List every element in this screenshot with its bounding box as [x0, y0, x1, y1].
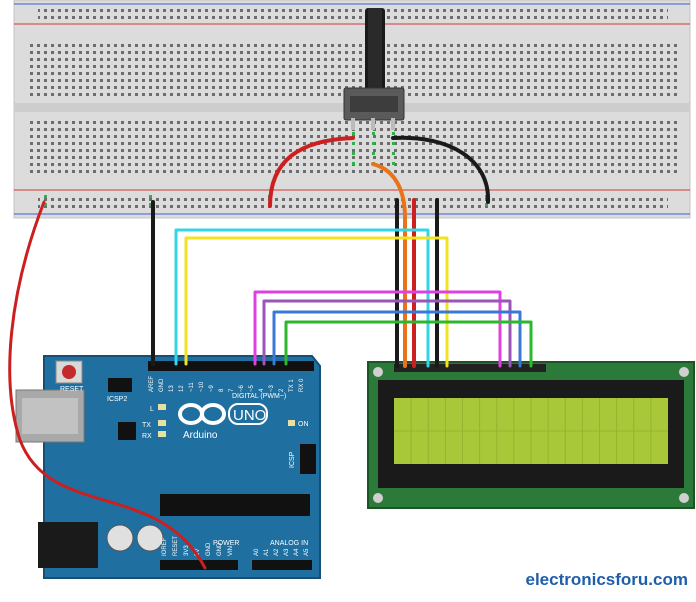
digital-pin-label: 2	[279, 388, 285, 392]
capacitor-2	[136, 524, 164, 552]
wire-5v-to-breadboard	[8, 200, 207, 570]
wire-pin4-d5	[262, 299, 512, 368]
digital-header	[148, 361, 314, 371]
usb-chip	[118, 422, 136, 440]
digital-pin-label: 7	[229, 388, 235, 392]
rx-label: RX	[142, 433, 152, 440]
digital-pin-label: AREF	[149, 376, 155, 392]
analog-pin-label: A4	[294, 548, 300, 556]
icsp-label: ICSP	[289, 451, 296, 468]
wire-pin5-d4	[253, 290, 502, 368]
analog-pin-label: A5	[304, 548, 310, 556]
lcd-header	[394, 364, 546, 372]
uno-label: UNO	[233, 407, 266, 424]
digital-pin-label: ~5	[249, 384, 255, 392]
digital-pin-label: ~3	[269, 384, 275, 392]
digital-pin-label: 13	[169, 385, 175, 392]
digital-pin-label: 4	[259, 388, 265, 392]
potentiometer-pin-1	[351, 118, 355, 130]
digital-pin-label: 8	[219, 388, 225, 392]
power-pin-label: RESET	[173, 536, 179, 556]
power-pin-label: IOREF	[162, 537, 168, 556]
analog-pin-label: A3	[284, 548, 290, 556]
wire-pot-wiper	[371, 162, 407, 368]
digital-pin-label: ~6	[239, 384, 245, 392]
icsp2-label: ICSP2	[107, 396, 127, 403]
top-power-rail	[38, 7, 668, 21]
capacitor-1	[106, 524, 134, 552]
power-header	[160, 560, 238, 570]
wire-pin12-rs	[174, 228, 430, 368]
uno-badge	[228, 403, 268, 425]
digital-pin-label: TX 1	[289, 379, 295, 392]
led-l-label: L	[150, 406, 154, 413]
upper-terminal-strip	[30, 40, 678, 96]
analog-header	[252, 560, 312, 570]
potentiometer-pin-3	[391, 118, 395, 130]
arduino-logo	[178, 403, 226, 425]
icsp2-header	[108, 378, 132, 392]
potentiometer	[343, 8, 405, 130]
potentiometer-pin-2	[371, 118, 375, 130]
digital-pin-label: ~9	[209, 384, 215, 392]
wires	[8, 135, 533, 570]
power-pin-label: GND	[217, 542, 223, 556]
analog-label: ANALOG IN	[270, 540, 308, 547]
breadboard	[13, 0, 691, 219]
wire-pin2-d7	[284, 320, 533, 368]
wire-pin3-d6	[272, 310, 522, 368]
digital-pin-label: 12	[179, 385, 185, 392]
watermark: electronicsforu.com	[525, 570, 689, 589]
digital-pin-label: RX 0	[299, 378, 305, 392]
bottom-power-rail	[38, 194, 668, 208]
arduino-uno-board: RESET ICSP2 L TX RX UNO Arduino ON ICSP …	[15, 355, 321, 579]
atmega-chip	[160, 494, 310, 516]
digital-pin-label: ~10	[199, 381, 205, 392]
analog-pin-label: A2	[274, 548, 280, 556]
power-pin-label: VIN	[228, 546, 234, 556]
digital-pin-label: ~11	[189, 382, 195, 392]
wire-pot-gnd	[391, 135, 491, 204]
power-pin-label: 3V3	[184, 545, 190, 556]
digital-label: DIGITAL (PWM~)	[232, 393, 286, 400]
analog-pin-labels: A0 A1 A2 A3 A4 A5	[254, 548, 310, 556]
analog-pin-label: A0	[254, 548, 260, 556]
lcd-16x2-module	[367, 361, 695, 509]
power-pin-labels: IOREF RESET 3V3 5V GND GND VIN	[162, 536, 234, 556]
power-pin-label: GND	[206, 542, 212, 556]
icsp-header	[300, 444, 316, 474]
dc-jack	[38, 522, 98, 568]
power-label: POWER	[213, 540, 239, 547]
on-led-label: ON	[298, 421, 309, 428]
tx-label: TX	[142, 422, 151, 429]
arduino-brand: Arduino	[183, 430, 218, 441]
wire-pot-vcc	[268, 136, 355, 208]
analog-pin-label: A1	[264, 548, 270, 556]
power-pin-label: 5V	[195, 549, 201, 556]
reset-label: RESET	[60, 386, 84, 393]
digital-pin-label: GND	[159, 378, 165, 392]
